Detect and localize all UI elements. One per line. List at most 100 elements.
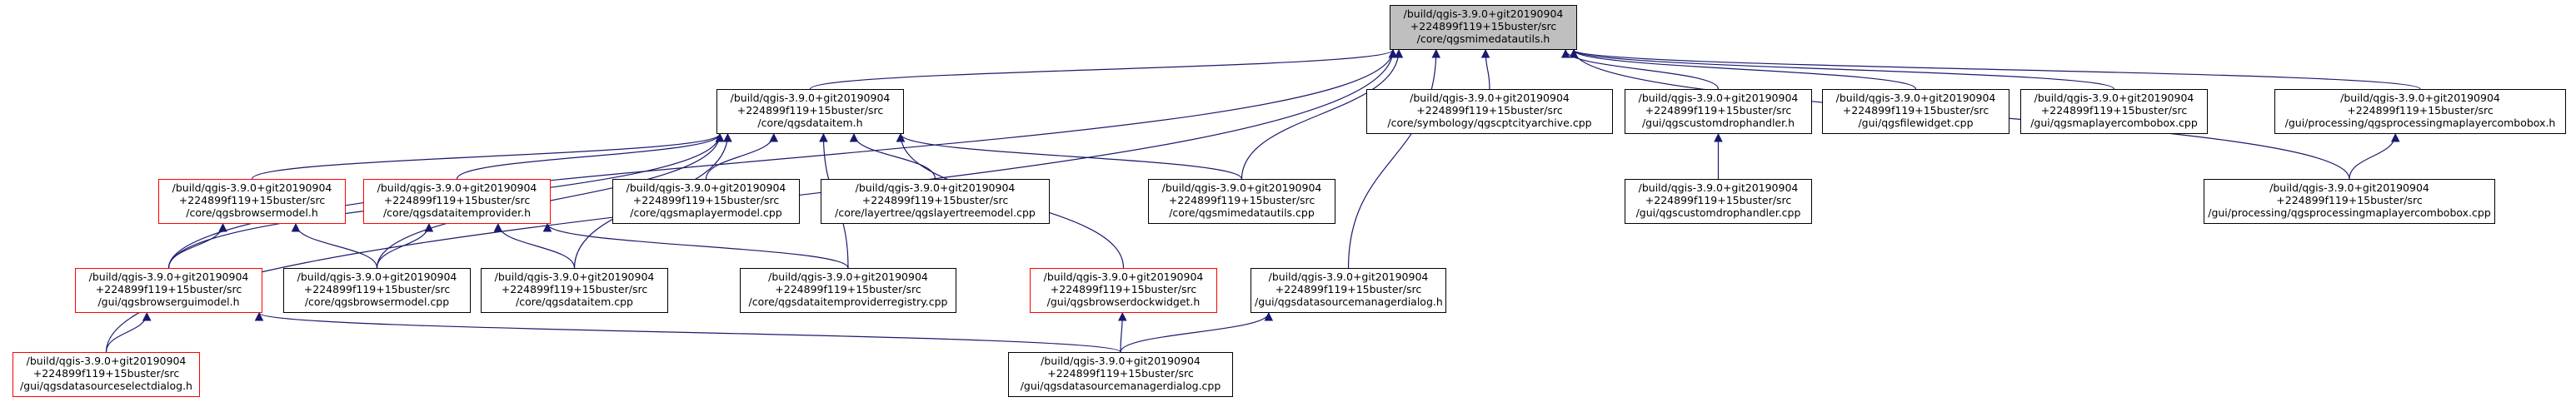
node-label-line: /gui/processing/qgsprocessingmaplayercom…: [2284, 117, 2556, 129]
node-label-line: /build/qgis-3.9.0+git20190904: [2034, 92, 2194, 104]
node-label-line: /core/qgsdataitemprovider.h: [382, 206, 532, 219]
node-label-line: /core/layertree/qgslayertreemodel.cpp: [835, 206, 1036, 219]
edge-dataitemprovider-h-to-dataitem-h: [456, 132, 725, 180]
graph-node-procmlcombo-h[interactable]: /build/qgis-3.9.0+git20190904+224899f119…: [2274, 89, 2566, 134]
node-label-line: /build/qgis-3.9.0+git20190904: [1835, 92, 1996, 104]
node-label-line: /gui/processing/qgsprocessingmaplayercom…: [2208, 206, 2491, 219]
graph-node-maplayermodel[interactable]: /build/qgis-3.9.0+git20190904+224899f119…: [612, 179, 800, 224]
graph-node-dataitem-h[interactable]: /build/qgis-3.9.0+git20190904+224899f119…: [716, 89, 904, 134]
node-label-line: /build/qgis-3.9.0+git20190904: [1041, 355, 1201, 367]
edge-procmlcombo-cpp-to-procmlcombo-h: [2349, 132, 2400, 180]
edge-maplayercombo-to-root: [1569, 48, 2115, 90]
graph-node-dataitemprovider-h[interactable]: /build/qgis-3.9.0+git20190904+224899f119…: [363, 179, 551, 224]
graph-node-dsmanager-h[interactable]: /build/qgis-3.9.0+git20190904+224899f119…: [1251, 268, 1446, 313]
node-label-line: +224899f119+15buster/src: [1645, 194, 1792, 206]
node-label-line: +224899f119+15buster/src: [775, 283, 921, 295]
edge-dataitem-h-to-root: [809, 48, 1398, 90]
node-label-line: /build/qgis-3.9.0+git20190904: [855, 181, 1016, 194]
edge-customdrop-h-to-root: [1560, 48, 1720, 90]
node-label-line: /core/qgsmimedatautils.cpp: [1169, 206, 1315, 219]
graph-node-mimedatautils-cpp[interactable]: /build/qgis-3.9.0+git20190904+224899f119…: [1148, 179, 1335, 224]
node-label-line: +224899f119+15buster/src: [178, 194, 326, 206]
node-label-line: /build/qgis-3.9.0+git20190904: [1638, 181, 1799, 194]
node-label-line: /build/qgis-3.9.0+git20190904: [297, 270, 457, 283]
edge-filewidget-to-root: [1569, 48, 1917, 90]
node-label-line: /build/qgis-3.9.0+git20190904: [88, 270, 249, 283]
node-label-line: /gui/qgsfilewidget.cpp: [1858, 117, 1974, 129]
graph-node-customdrop-h[interactable]: /build/qgis-3.9.0+git20190904+224899f119…: [1625, 89, 1812, 134]
node-label-line: /core/qgsbrowsermodel.cpp: [304, 295, 450, 308]
edge-mimedatautils-cpp-to-dataitem-h: [896, 132, 1243, 180]
graph-node-browserguimodel-h[interactable]: /build/qgis-3.9.0+git20190904+224899f119…: [75, 268, 262, 313]
node-label-line: +224899f119+15buster/src: [1410, 20, 1557, 32]
graph-node-maplayercombo[interactable]: /build/qgis-3.9.0+git20190904+224899f119…: [2020, 89, 2208, 134]
edge-dsmanager-h-to-root: [1347, 48, 1441, 269]
node-label-line: /build/qgis-3.9.0+git20190904: [1268, 270, 1429, 283]
edge-providerregistry-to-dataitemprovider-h: [542, 222, 849, 269]
node-label-line: /build/qgis-3.9.0+git20190904: [1638, 92, 1799, 104]
node-label-line: +224899f119+15buster/src: [383, 194, 531, 206]
graph-node-providerregistry[interactable]: /build/qgis-3.9.0+git20190904+224899f119…: [740, 268, 956, 313]
node-label-line: /build/qgis-3.9.0+git20190904: [2340, 92, 2500, 104]
node-label-line: /build/qgis-3.9.0+git20190904: [1161, 181, 1322, 194]
edge-mimedatautils-cpp-to-root: [1241, 48, 1404, 180]
edge-browsermodel-cpp-to-browsermodel-h: [291, 222, 378, 269]
graph-node-procmlcombo-cpp[interactable]: /build/qgis-3.9.0+git20190904+224899f119…: [2204, 179, 2495, 224]
graph-node-layertreemodel[interactable]: /build/qgis-3.9.0+git20190904+224899f119…: [821, 179, 1050, 224]
node-label-line: +224899f119+15buster/src: [2276, 194, 2423, 206]
edge-dsselect-h-to-browserguimodel-h: [105, 311, 152, 353]
node-label-line: /gui/qgsdatasourceselectdialog.h: [20, 380, 192, 392]
node-label-line: +224899f119+15buster/src: [32, 367, 180, 380]
node-label-line: /gui/qgscustomdrophandler.h: [1641, 117, 1795, 129]
node-label-line: /build/qgis-3.9.0+git20190904: [1403, 7, 1564, 20]
node-label-line: +224899f119+15buster/src: [1416, 104, 1563, 117]
node-label-line: /build/qgis-3.9.0+git20190904: [1043, 270, 1204, 283]
graph-node-browsermodel-h[interactable]: /build/qgis-3.9.0+git20190904+224899f119…: [158, 179, 346, 224]
graph-node-customdrop-cpp[interactable]: /build/qgis-3.9.0+git20190904+224899f119…: [1625, 179, 1812, 224]
edge-dsmanager-cpp-to-browserguimodel-h: [255, 311, 1121, 353]
node-label-line: /build/qgis-3.9.0+git20190904: [730, 92, 891, 104]
node-label-line: /build/qgis-3.9.0+git20190904: [768, 270, 928, 283]
node-label-line: /core/symbology/qgscptcityarchive.cpp: [1387, 117, 1592, 129]
node-label-line: /core/qgsdataitem.h: [757, 117, 863, 129]
edge-procmlcombo-h-to-root: [1570, 48, 2421, 90]
node-label-line: /build/qgis-3.9.0+git20190904: [2269, 181, 2429, 194]
node-label-line: /gui/qgsdatasourcemanagerdialog.cpp: [1020, 380, 1221, 392]
edge-cptcity-to-root: [1480, 48, 1490, 90]
graph-node-browsermodel-cpp[interactable]: /build/qgis-3.9.0+git20190904+224899f119…: [283, 268, 471, 313]
graph-node-dsselect-h[interactable]: /build/qgis-3.9.0+git20190904+224899f119…: [12, 352, 200, 397]
edge-browsermodel-cpp-to-dataitemprovider-h: [376, 222, 434, 269]
node-label-line: /build/qgis-3.9.0+git20190904: [626, 181, 786, 194]
edge-browserguimodel-h-to-root: [167, 48, 1398, 269]
graph-node-root[interactable]: /build/qgis-3.9.0+git20190904+224899f119…: [1390, 5, 1577, 50]
edge-layertreemodel-to-dataitem-h: [849, 132, 936, 180]
node-label-line: +224899f119+15buster/src: [2040, 104, 2188, 117]
edge-dsmanager-cpp-to-dsmanager-h: [1120, 311, 1274, 353]
node-label-line: +224899f119+15buster/src: [1645, 104, 1792, 117]
node-label-line: /gui/qgsbrowserdockwidget.h: [1046, 295, 1201, 308]
node-label-line: /gui/qgsmaplayercombobox.cpp: [2030, 117, 2198, 129]
edge-browserguimodel-h-to-browsermodel-h: [167, 222, 227, 269]
graph-node-dsmanager-cpp[interactable]: /build/qgis-3.9.0+git20190904+224899f119…: [1008, 352, 1233, 397]
edge-dataitem-cpp-to-dataitemprovider-h: [493, 222, 576, 269]
edge-maplayermodel-to-dataitem-h: [705, 132, 779, 180]
node-label-line: +224899f119+15buster/src: [1047, 367, 1194, 380]
edge-browsermodel-h-to-dataitem-h: [251, 132, 725, 180]
node-label-line: /gui/qgsbrowserguimodel.h: [97, 295, 240, 308]
graph-node-filewidget[interactable]: /build/qgis-3.9.0+git20190904+224899f119…: [1822, 89, 2009, 134]
graph-node-cptcity[interactable]: /build/qgis-3.9.0+git20190904+224899f119…: [1366, 89, 1613, 134]
node-label-line: +224899f119+15buster/src: [95, 283, 242, 295]
node-label-line: /build/qgis-3.9.0+git20190904: [172, 181, 332, 194]
node-label-line: +224899f119+15buster/src: [501, 283, 648, 295]
node-label-line: /gui/qgscustomdrophandler.cpp: [1635, 206, 1801, 219]
node-label-line: /build/qgis-3.9.0+git20190904: [1410, 92, 1570, 104]
node-label-line: /core/qgsmaplayermodel.cpp: [630, 206, 782, 219]
node-label-line: /gui/qgsdatasourcemanagerdialog.h: [1255, 295, 1443, 308]
node-label-line: /core/qgsdataitem.cpp: [516, 295, 633, 308]
graph-node-dataitem-cpp[interactable]: /build/qgis-3.9.0+git20190904+224899f119…: [481, 268, 668, 313]
node-label-line: /core/qgsmimedatautils.h: [1416, 32, 1550, 45]
node-label-line: +224899f119+15buster/src: [1842, 104, 1989, 117]
graph-node-browserdock-h[interactable]: /build/qgis-3.9.0+git20190904+224899f119…: [1030, 268, 1217, 313]
node-label-line: /build/qgis-3.9.0+git20190904: [26, 355, 187, 367]
node-label-line: +224899f119+15buster/src: [1168, 194, 1315, 206]
